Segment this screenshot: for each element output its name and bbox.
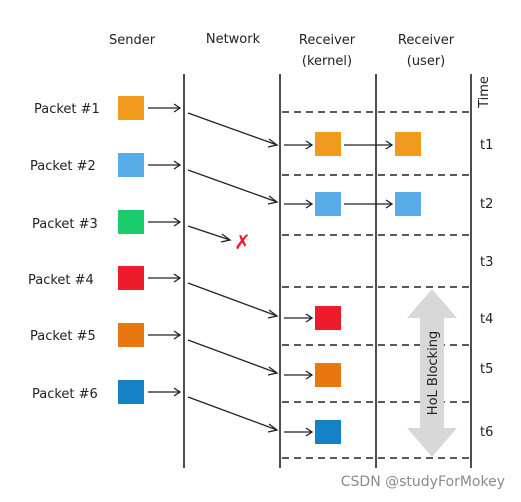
hol-blocking-double-arrow [407,289,457,457]
packet-1-user [395,132,421,156]
packet-2-user [395,192,421,216]
packet-label-6: Packet #6 [32,387,98,402]
header-receiver-user: Receiver [398,33,455,48]
packet-label-2: Packet #2 [30,159,96,174]
packet-label-4: Packet #4 [28,273,94,288]
time-label-t4: t4 [480,312,493,327]
user-arrows [344,140,394,209]
network-arrows [187,112,279,433]
header-sender: Sender [109,33,156,48]
watermark: CSDN @studyForMokey [341,474,505,490]
packet-4-kernel [315,306,341,330]
header-receiver-kernel-sub: (kernel) [302,54,352,69]
packet-3-sender [118,210,144,234]
header-receiver-kernel: Receiver [299,33,356,48]
packet-6-sender [118,380,144,404]
time-label-t2: t2 [480,197,493,212]
time-label-t1: t1 [480,138,493,153]
packet-label-1: Packet #1 [34,102,100,117]
sender-arrows [148,103,182,397]
packet-2-kernel [315,192,341,216]
packet-5-kernel [315,363,341,387]
hol-blocking-label: HoL Blocking [426,331,441,415]
packet-4-sender [118,266,144,290]
packet-lost-x-icon: ✗ [234,230,251,254]
header-network: Network [206,32,261,47]
header-receiver-user-sub: (user) [407,54,446,69]
packet-label-3: Packet #3 [32,217,98,232]
time-label-t5: t5 [480,362,493,377]
time-label-t6: t6 [480,425,493,440]
header-time: Time [477,76,492,109]
time-label-t3: t3 [480,255,493,270]
packet-5-sender [118,323,144,347]
packet-6-kernel [315,420,341,444]
packet-1-kernel [315,132,341,156]
kernel-arrows [284,140,314,437]
packet-label-5: Packet #5 [30,329,96,344]
packet-1-sender [118,96,144,120]
packet-2-sender [118,153,144,177]
